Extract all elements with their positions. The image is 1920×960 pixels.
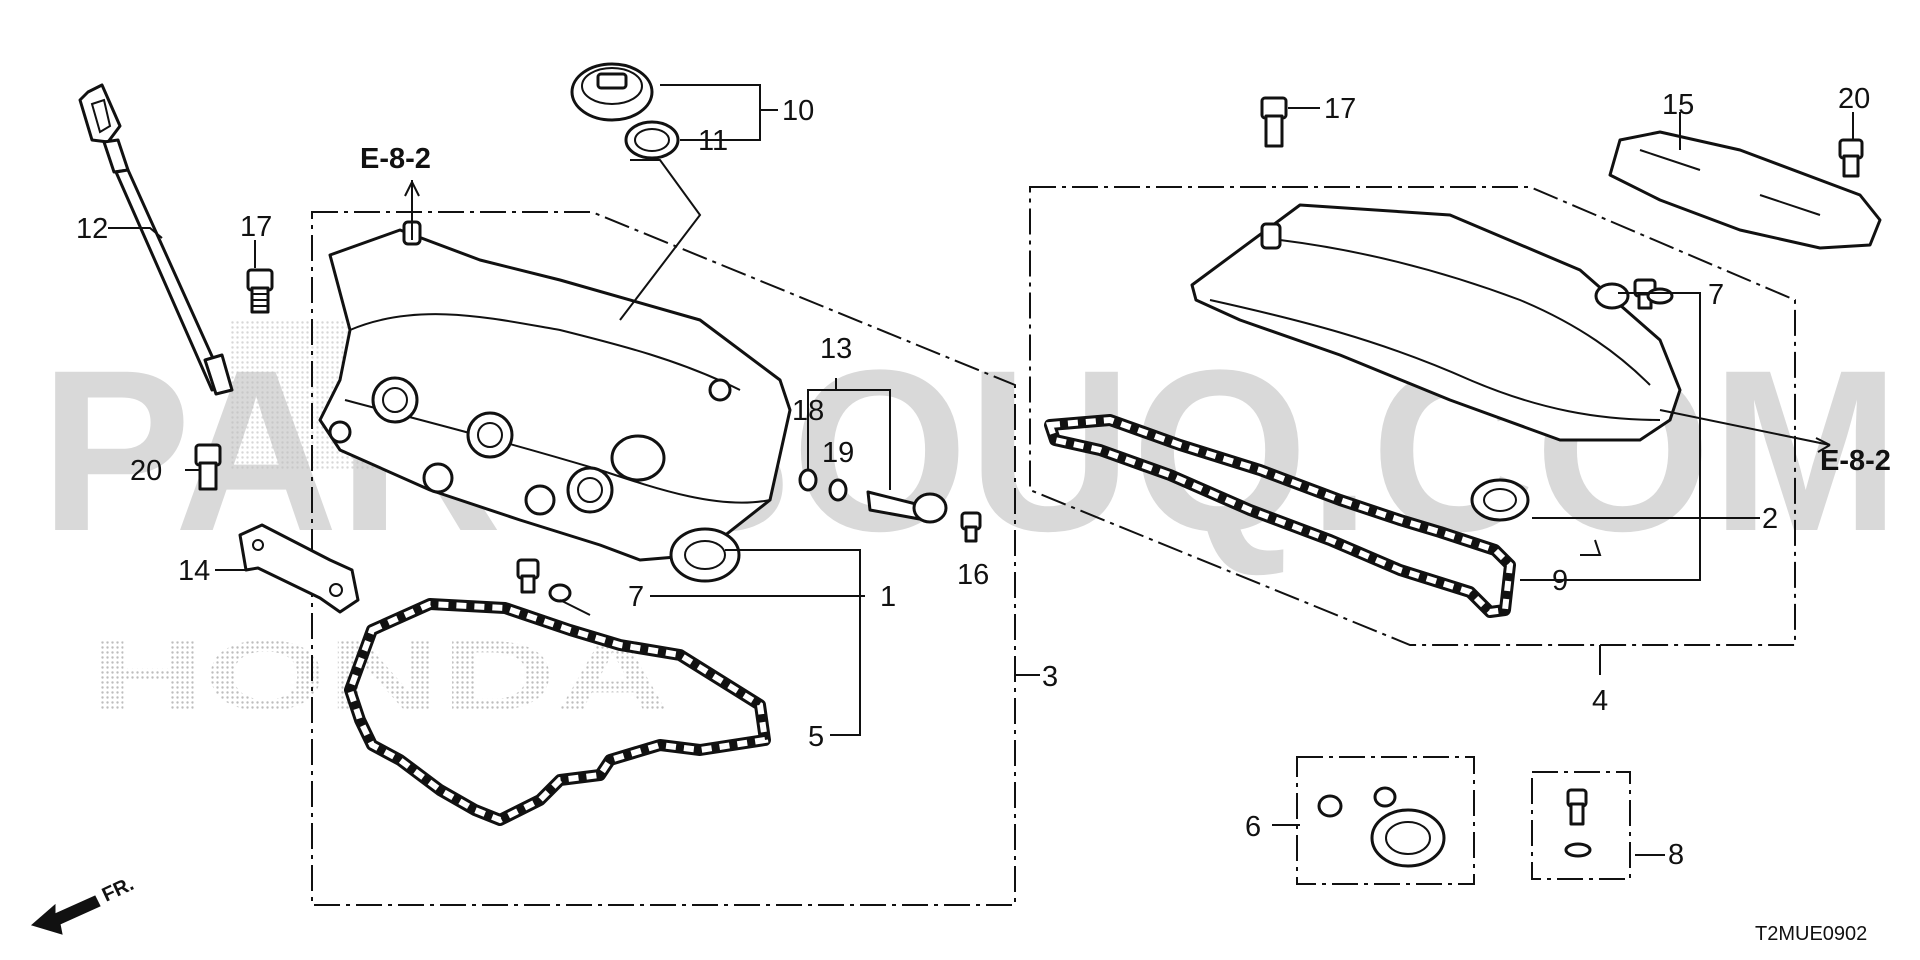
callout-3: 3 <box>1042 661 1058 693</box>
gasket-9-detail <box>1045 416 1514 616</box>
callout-14: 14 <box>178 555 210 587</box>
o-ring-19 <box>828 478 848 502</box>
callout-13: 13 <box>820 333 852 365</box>
bolt-17-right <box>1260 96 1288 148</box>
bolt-17-left <box>246 268 274 314</box>
kit-box-6 <box>1296 756 1475 885</box>
kit-box-8 <box>1531 771 1631 880</box>
callout-19: 19 <box>822 437 854 469</box>
ref-label-left: E-8-2 <box>360 143 431 175</box>
oil-dipstick <box>78 83 234 396</box>
callout-12: 12 <box>76 213 108 245</box>
diagram-code: T2MUE0902 <box>1755 923 1867 945</box>
kit-6-contents <box>1317 786 1446 868</box>
watermark-brand: HONDA <box>90 620 670 732</box>
leader-lines <box>108 84 1854 856</box>
plug-tube-seal-left <box>669 527 741 583</box>
cover-15 <box>1608 130 1882 250</box>
o-ring-18 <box>798 468 818 492</box>
assembly-bracket-3 <box>311 211 1016 906</box>
callout-4: 4 <box>1592 685 1608 717</box>
oil-filler-cap <box>570 62 654 122</box>
callout-20-right: 20 <box>1838 83 1870 115</box>
kit-8-contents <box>1564 788 1592 858</box>
bolt-7-left <box>516 558 572 603</box>
callout-7-right: 7 <box>1708 279 1724 311</box>
callout-8: 8 <box>1668 839 1684 871</box>
callout-7-left: 7 <box>628 581 644 613</box>
callout-1: 1 <box>880 581 896 613</box>
bolt-20-right <box>1838 138 1864 178</box>
bolt-20-left <box>194 443 222 491</box>
callout-2: 2 <box>1762 503 1778 535</box>
bracket-14 <box>238 523 360 614</box>
callout-11: 11 <box>698 125 728 157</box>
ref-arrow-left <box>404 181 420 197</box>
filler-cap-seal <box>624 120 680 160</box>
ref-arrow-right <box>1815 437 1831 453</box>
callout-20-left: 20 <box>130 455 162 487</box>
ref-label-right: E-8-2 <box>1820 445 1891 477</box>
callout-5: 5 <box>808 721 824 753</box>
head-cover-rear <box>1190 203 1682 442</box>
bolt-16 <box>960 511 982 543</box>
callout-16: 16 <box>957 559 989 591</box>
front-arrow-icon <box>30 895 101 935</box>
callout-6: 6 <box>1245 811 1261 843</box>
callout-18: 18 <box>792 395 824 427</box>
callout-9: 9 <box>1552 565 1568 597</box>
callout-17-left: 17 <box>240 211 272 243</box>
pcv-valve <box>866 490 948 524</box>
front-label: FR. <box>99 873 137 907</box>
callout-10: 10 <box>782 95 814 127</box>
gasket-5-detail <box>346 600 769 824</box>
callout-17-right: 17 <box>1324 93 1356 125</box>
head-cover-front <box>318 220 792 562</box>
callout-15: 15 <box>1662 89 1694 121</box>
plug-tube-seal-right <box>1470 478 1530 522</box>
